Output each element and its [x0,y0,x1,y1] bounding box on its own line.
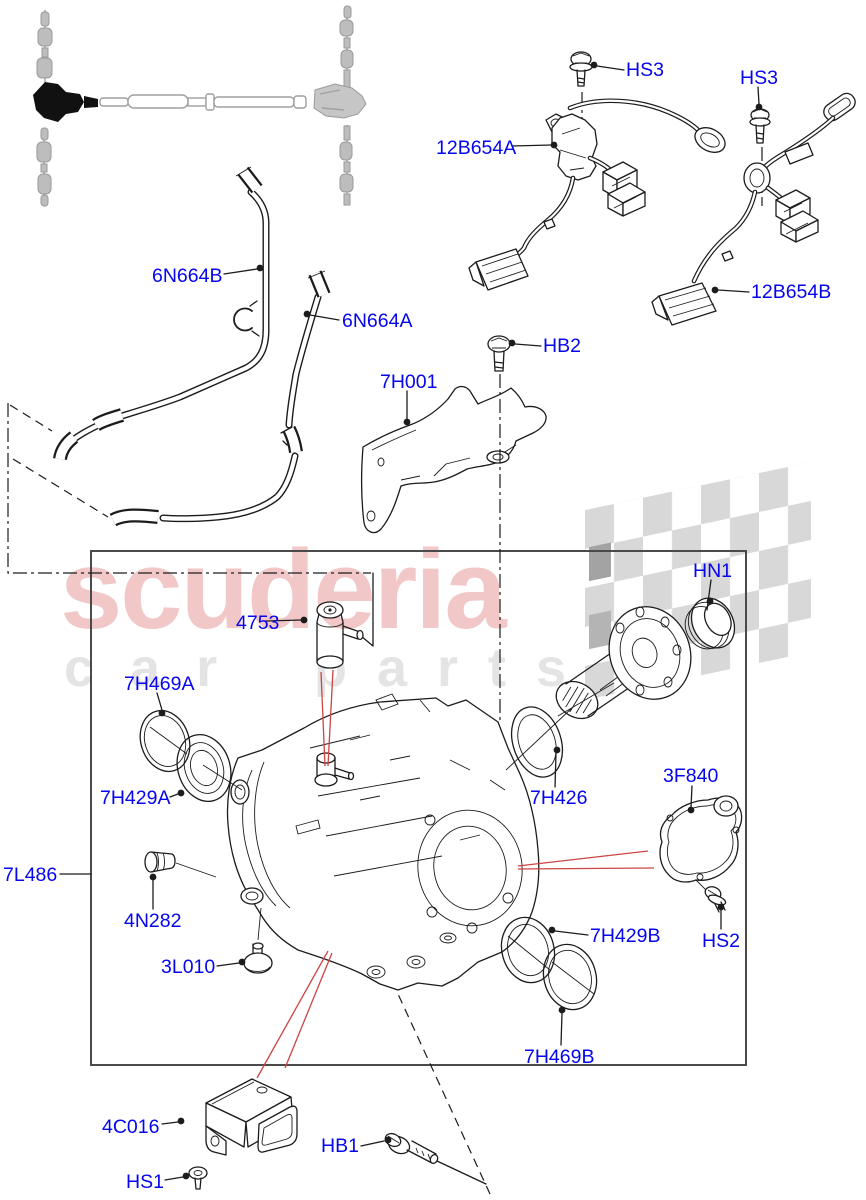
callout-hs1[interactable]: HS1 [126,1171,164,1193]
hb1-bolt-drawing [384,1132,487,1185]
harness-12b654a-drawing [468,92,726,291]
callout-7h429a[interactable]: 7H429A [100,787,170,809]
breather-valve-4753-drawing [316,601,364,669]
housing-7l486-drawing [226,693,540,991]
seal-7h429b-drawing [500,916,556,984]
callout-7h429b[interactable]: 7H429B [590,925,660,947]
watermark-tagline-parts: parts [314,638,596,698]
callout-hb1[interactable]: HB1 [321,1135,359,1157]
callout-7h469a[interactable]: 7H469A [124,673,194,695]
callout-3l010[interactable]: 3L010 [161,956,215,978]
cap-hn1-drawing [684,597,736,650]
hose-6n664b-drawing [53,166,270,461]
hb2-bolt-drawing [487,335,511,372]
watermark-tagline-car: car [64,638,253,698]
output-flange-drawing [555,606,692,720]
callout-7h426[interactable]: 7H426 [530,787,587,809]
callout-7h469b[interactable]: 7H469B [524,1046,594,1068]
guide-lines [7,374,501,1195]
hose-6n664a-drawing [109,270,331,527]
bracket-7h001-drawing [360,385,547,534]
seal-7h426-drawing [505,706,573,778]
callout-12b654b[interactable]: 12B654B [751,281,831,303]
vehicle-thumbnail [33,5,367,207]
callout-3f840[interactable]: 3F840 [663,765,718,787]
callout-hn1[interactable]: HN1 [693,560,732,582]
callout-hb2[interactable]: HB2 [543,335,581,357]
callout-hs3-a[interactable]: HS3 [626,59,664,81]
hs3-bolt-left [569,51,593,87]
leader-lines [59,61,763,1181]
callout-7h001[interactable]: 7H001 [380,371,437,393]
seal-7h469b-drawing [542,943,598,1011]
actuator-3f840-drawing [659,795,743,892]
callout-4n282[interactable]: 4N282 [124,910,181,932]
callout-12b654a[interactable]: 12B654A [436,137,516,159]
callout-6n664a[interactable]: 6N664A [342,310,412,332]
front-diff-highlight [33,82,84,122]
callout-4753[interactable]: 4753 [236,612,279,634]
plug-3l010-drawing [243,907,273,974]
seal-7h429a-drawing [176,734,243,802]
hs1-screw-drawing [188,1166,208,1190]
callout-hs3-b[interactable]: HS3 [740,67,778,89]
callout-7l486[interactable]: 7L486 [3,864,57,886]
plug-4n282-drawing [144,851,217,878]
hs2-screw-drawing [704,886,727,913]
module-4c016-drawing [205,1078,298,1156]
harness-12b654b-drawing [651,92,856,326]
hs3-bolt-right [749,108,771,144]
parts-box-frame [90,550,747,1066]
watermark-brand-text: scuderia [60,527,507,652]
seal-7h469a-drawing [139,709,191,773]
red-locator-lines [256,669,655,1079]
callouts: HS3 HS3 12B654A 12B654B 6N664B 6N664A 7H… [3,59,831,1193]
callout-4c016[interactable]: 4C016 [102,1116,159,1138]
callout-hs2[interactable]: HS2 [702,930,740,952]
callout-6n664b[interactable]: 6N664B [152,265,222,287]
